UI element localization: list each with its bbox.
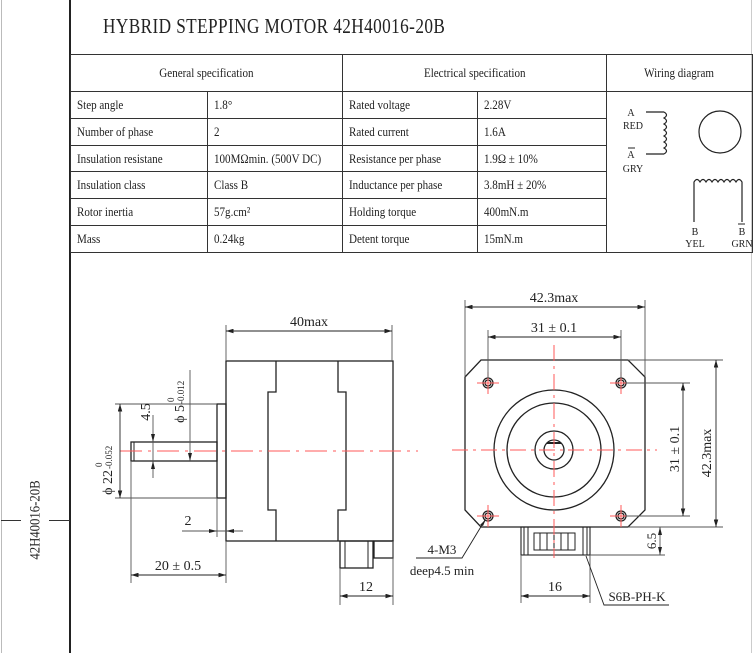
side-view (130, 360, 394, 569)
drawing-title: HYBRID STEPPING MOTOR 42H40016-20B (103, 14, 446, 38)
dim-boss-height-label: 2 (185, 514, 192, 529)
dim-flat-depth-label: 4.5 (139, 403, 154, 421)
dim-shaft-tol-upper: 0 (166, 397, 176, 402)
table-row: Step angle 1.8° Rated voltage 2.28V A RE… (70, 91, 753, 253)
frame-border-outer (1, 0, 2, 653)
wire-a-bar-label: A (627, 150, 635, 161)
dim-boss-tol-lower: -0.052 (104, 446, 114, 469)
side-tick (49, 520, 70, 521)
spec-label: Holding torque (342, 198, 478, 227)
spec-value: 2 (207, 117, 343, 146)
spec-value: 400mN.m (477, 198, 607, 227)
thread-depth-label: deep4.5 min (410, 563, 475, 578)
spec-value: Class B (207, 171, 343, 200)
dim-shaft-tol-lower: -0.012 (176, 381, 186, 404)
table-row: Mass 0.24kg Detent torque 15mN.m (70, 225, 753, 253)
dim-height-label: 42.3max (700, 429, 715, 478)
dim-connector-width-label: 12 (359, 580, 373, 595)
table-row: Number of phase 2 Rated current 1.6A (70, 117, 753, 146)
spec-value: 1.6A (477, 117, 607, 146)
dim-hole-spacing-h-label: 31 ± 0.1 (531, 321, 577, 336)
wiring-diagram: A RED A GRY B B YEL GRN (623, 108, 752, 250)
connector-front (520, 526, 591, 556)
connector-leader (585, 555, 669, 606)
connector-latch (373, 540, 394, 559)
spec-label: Inductance per phase (342, 171, 478, 200)
wire-b-color: YEL (685, 239, 704, 248)
spec-label: Rated voltage (342, 91, 478, 119)
wire-a-color: RED (623, 121, 643, 132)
spec-value: 2.28V (477, 91, 607, 119)
spec-value: 0.24kg (207, 225, 343, 253)
dim-boss-dia-label: ϕ 22 (101, 470, 116, 495)
dim-hole-spacing-v-label: 31 ± 0.1 (668, 426, 683, 472)
dim-shaft-dia-label: ϕ 5 (173, 405, 188, 423)
spec-label: Mass (70, 225, 208, 253)
spec-label: Step angle (70, 91, 208, 119)
front-center-lines (452, 345, 657, 558)
coil-a-icon (662, 111, 668, 155)
wire-b-bar-label: B (739, 227, 746, 238)
spec-label: Resistance per phase (342, 144, 478, 173)
connector-model-label: S6B-PH-K (608, 589, 666, 604)
thread-spec-label: 4-M3 (428, 542, 457, 557)
thread-leader (416, 519, 486, 559)
table-row: Insulation resistane 100MΩmin. (500V DC)… (70, 144, 753, 173)
connector-body (339, 540, 374, 569)
spec-value: 100MΩmin. (500V DC) (207, 144, 343, 173)
spec-label: Detent torque (342, 225, 478, 253)
frame-border (69, 0, 71, 653)
table-row: Insulation class Class B Inductance per … (70, 171, 753, 200)
spec-header-row: General specification Electrical specifi… (70, 54, 753, 92)
dim-connector-height-label: 6.5 (644, 533, 659, 549)
wire-a-bar-color: GRY (623, 164, 644, 175)
dim-shaft-length-label: 20 ± 0.5 (155, 559, 201, 574)
wire-b-label: B (692, 227, 699, 238)
wire-a-label: A (627, 108, 635, 119)
dim-width-label: 42.3max (530, 291, 579, 306)
side-view-dimensions (115, 325, 394, 605)
wiring-diagram-cell: A RED A GRY B B YEL GRN (606, 91, 753, 253)
spec-label: Number of phase (70, 117, 208, 146)
dim-length-label: 40max (290, 315, 328, 330)
dim-connector-width-label: 16 (548, 580, 562, 595)
spec-value: 1.9Ω ± 10% (477, 144, 607, 173)
wire-b-bar-color: GRN (731, 239, 752, 248)
side-tick (1, 520, 21, 521)
dim-boss-tol-upper: 0 (94, 462, 104, 467)
frame-border-right (751, 0, 752, 653)
front-view-dimensions (416, 300, 723, 606)
spec-table: General specification Electrical specifi… (70, 54, 753, 253)
rotor-icon (698, 110, 742, 154)
coil-b-icon (693, 178, 743, 222)
front-view (464, 359, 646, 556)
